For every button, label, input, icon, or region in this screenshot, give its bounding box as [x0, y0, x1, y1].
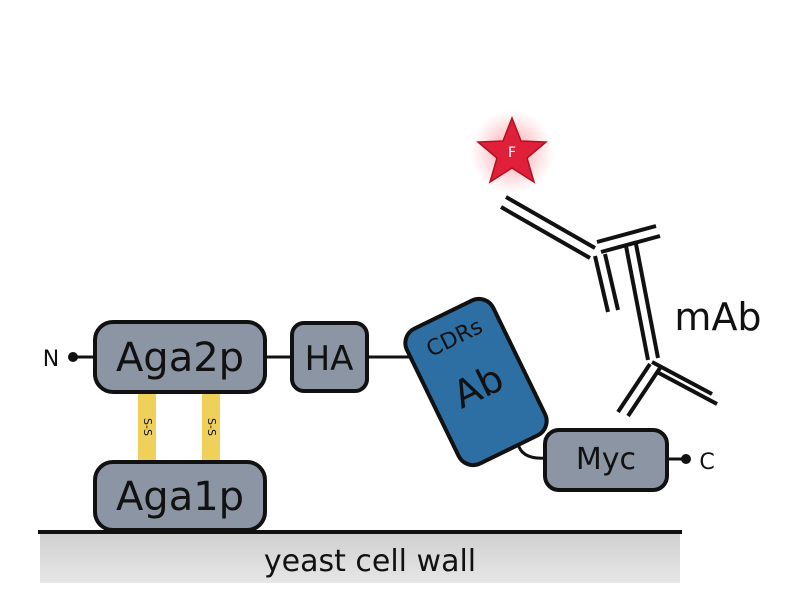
disulfide-bar-1 — [138, 392, 156, 462]
aga2p-box — [93, 320, 267, 394]
disulfide-bar-2 — [202, 392, 220, 462]
antibody-box — [403, 296, 549, 468]
myc-tag: Myc — [543, 428, 669, 492]
mab-stem-1 — [624, 245, 650, 361]
cell-wall-band — [40, 533, 680, 583]
ab-myc-linker — [516, 443, 548, 460]
disulfide-label-2: S-S — [205, 418, 218, 436]
monoclonal-antibody — [500, 195, 718, 418]
cell-wall-label: yeast cell wall — [264, 544, 476, 579]
mab-lower-left-2 — [626, 366, 662, 418]
mab-stub-2 — [603, 253, 620, 311]
aga1p-box — [93, 460, 267, 532]
ha-label: HA — [305, 339, 354, 379]
disulfide-bond-1: S-S — [138, 392, 156, 462]
n-terminus-dot — [68, 352, 78, 362]
ha-box — [290, 321, 369, 393]
aga2p-domain: Aga2p — [93, 320, 267, 394]
mab-hinge-upper-2 — [600, 234, 661, 254]
mab-lower-arm-2 — [656, 370, 718, 406]
aga1p-label: Aga1p — [116, 474, 244, 520]
n-terminus-label: N — [43, 347, 59, 372]
aga2p-label: Aga2p — [116, 335, 244, 381]
antibody-fragment: CDRs Ab — [403, 296, 549, 468]
myc-label: Myc — [576, 442, 636, 477]
disulfide-bond-2: S-S — [202, 392, 220, 462]
mab-hinge-upper-1 — [596, 224, 657, 244]
fluorophore-label: F — [508, 145, 516, 161]
myc-box — [543, 428, 669, 492]
c-terminus-dot — [681, 454, 691, 464]
mab-stem-2 — [634, 243, 660, 359]
mab-arm-top-2 — [500, 205, 591, 260]
ha-tag: HA — [290, 321, 369, 393]
mab-lower-arm-1 — [651, 360, 713, 396]
mab-stub-1 — [593, 255, 610, 313]
mab-label: mAb — [674, 295, 761, 339]
cell-wall: yeast cell wall — [38, 530, 682, 583]
mab-lower-left-1 — [616, 362, 652, 414]
c-terminus-label: C — [699, 450, 714, 475]
fluorophore: F — [470, 110, 554, 194]
mab-arm-top-1 — [505, 195, 596, 250]
aga1p-domain: Aga1p — [93, 460, 267, 532]
star-icon — [476, 115, 548, 184]
disulfide-label-1: S-S — [141, 418, 154, 436]
